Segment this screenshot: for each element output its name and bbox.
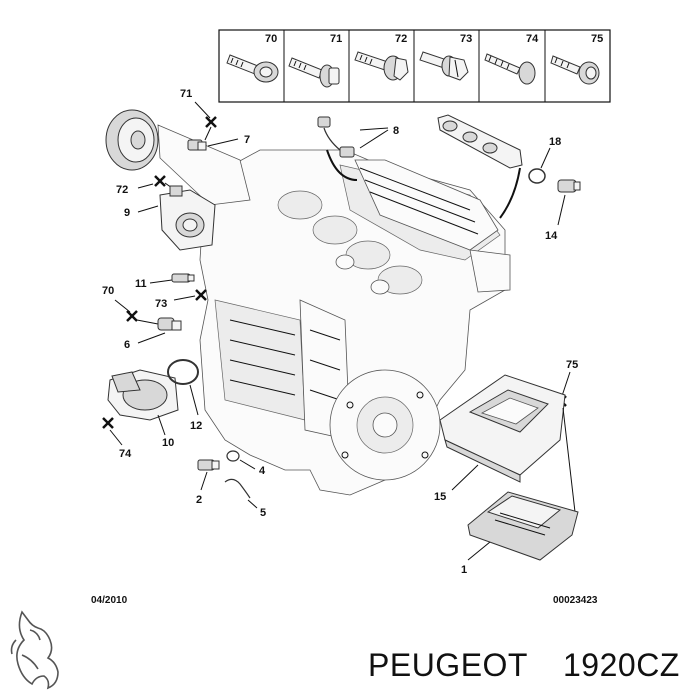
- callout-18: 18: [549, 136, 561, 148]
- pressure-sensor-14: [557, 179, 581, 193]
- callout-74-left: 74: [119, 448, 132, 460]
- fastener-number-71: 71: [330, 33, 342, 45]
- callout-10: 10: [162, 437, 174, 449]
- bolt-73-illustration: [419, 51, 469, 81]
- callout-2: 2: [196, 494, 202, 506]
- part-number: 1920CZ: [563, 647, 680, 683]
- callout-73-left: 73: [155, 298, 167, 310]
- callout-9: 9: [124, 207, 130, 219]
- cross-marker-71: [205, 116, 217, 128]
- bolt-71-illustration: [288, 57, 340, 88]
- cross-marker-70: [126, 310, 138, 322]
- camshaft-pulley-illustration: [105, 109, 251, 206]
- diagram-reference: 00023423: [553, 595, 598, 606]
- diagram-date: 04/2010: [91, 595, 128, 606]
- seal-ring-18: [528, 168, 546, 184]
- camshaft-sensor-7: [187, 139, 207, 151]
- callout-71-left: 71: [180, 88, 192, 100]
- callout-72-left: 72: [116, 184, 128, 196]
- ecu-module-1: [467, 491, 579, 561]
- cross-marker-73: [195, 289, 207, 301]
- cross-marker-72: [154, 175, 166, 187]
- fastener-number-75: 75: [591, 33, 603, 45]
- callout-1: 1: [461, 564, 467, 576]
- callout-6: 6: [124, 339, 130, 351]
- screw-75-illustration: [550, 55, 600, 85]
- peugeot-lion-logo-icon: [10, 610, 59, 690]
- wiring-connector-8: [317, 116, 358, 181]
- callout-15: 15: [434, 491, 446, 503]
- callout-8: 8: [393, 125, 399, 137]
- callout-75-right: 75: [566, 359, 578, 371]
- callout-7: 7: [244, 134, 250, 146]
- fuel-rail-illustration: [437, 114, 523, 219]
- thermostat-housing-9: [159, 185, 216, 251]
- bolt-72-illustration: [354, 51, 409, 81]
- sensor-11: [171, 273, 195, 283]
- gasket-ring-12: [167, 359, 199, 385]
- seal-ring-4: [226, 450, 240, 462]
- callout-11: 11: [135, 278, 147, 290]
- brand-name: PEUGEOT: [368, 647, 528, 683]
- ecu-bracket-15: [439, 374, 566, 483]
- cross-marker-74: [102, 417, 114, 429]
- callout-5: 5: [260, 507, 266, 519]
- callout-14: 14: [545, 230, 558, 242]
- engine-block-illustration: [199, 149, 511, 496]
- fastener-number-72: 72: [395, 33, 407, 45]
- screw-74-illustration: [484, 53, 536, 85]
- clip-5: [224, 478, 251, 499]
- sensor-2: [197, 459, 220, 471]
- fastener-number-70: 70: [265, 33, 277, 45]
- sensor-6: [157, 317, 182, 331]
- fastener-box: 70 71 72 73 74 75: [218, 29, 611, 103]
- bolt-70-illustration: [226, 54, 279, 83]
- fastener-number-74: 74: [526, 33, 539, 45]
- callout-70-left: 70: [102, 285, 114, 297]
- oil-filter-housing-10: [107, 369, 179, 421]
- callout-4: 4: [259, 465, 266, 477]
- fastener-number-73: 73: [460, 33, 472, 45]
- callout-12: 12: [190, 420, 202, 432]
